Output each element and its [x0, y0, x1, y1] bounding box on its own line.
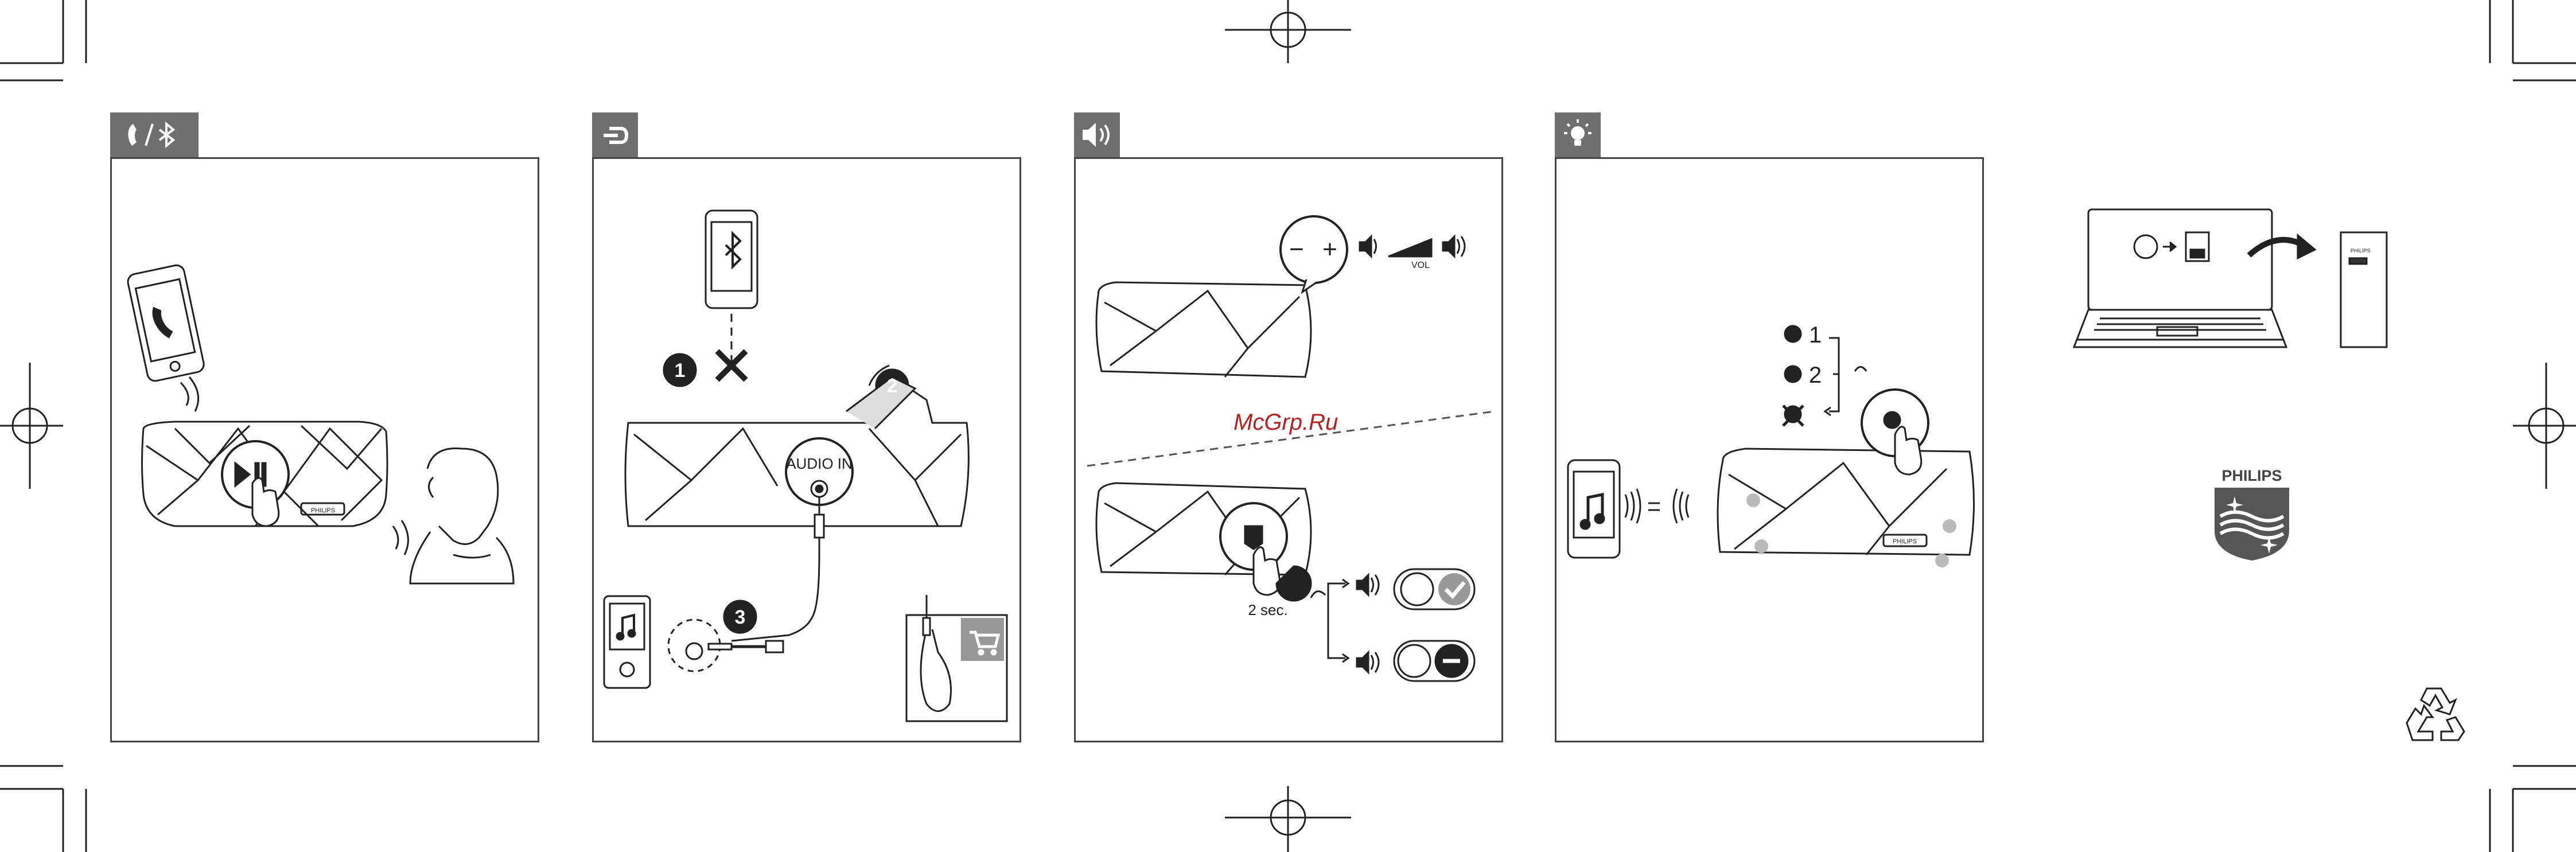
laptop-icon — [2088, 209, 2272, 310]
step-number-1: 1 — [675, 360, 686, 382]
phone-bluetooth-icon — [110, 112, 199, 157]
cable-plug-icon — [592, 112, 638, 157]
person-listening-icon — [410, 448, 513, 583]
panel-light: 1 2 PHILIPS — [1555, 157, 1984, 742]
media-player-icon — [604, 596, 650, 688]
logo-wordmark: PHILIPS — [2221, 467, 2282, 484]
recycle-icon — [2401, 683, 2467, 746]
step-number-2: 2 — [887, 375, 898, 397]
tab-audio-in — [592, 112, 638, 157]
laptop-download-manual: PHILIPS — [2071, 207, 2392, 359]
tab-bluetooth-call — [110, 112, 199, 157]
panel-audio-in: 1 2 3 AUDIO IN — [592, 157, 1021, 742]
light-mode-1-label: 1 — [1809, 322, 1822, 348]
hold-duration-label: 2 sec. — [1248, 601, 1287, 618]
volume-plus-label: + — [1322, 235, 1337, 263]
speaker-brand-label: PHILIPS — [1893, 538, 1917, 545]
volume-minus-label: − — [1289, 235, 1304, 263]
tab-volume — [1074, 112, 1120, 157]
step-number-3: 3 — [735, 606, 746, 628]
manual-brand-label: PHILIPS — [2351, 248, 2371, 254]
vol-label: VOL — [1411, 260, 1430, 270]
tab-light — [1555, 112, 1601, 157]
light-mode-2-label: 2 — [1809, 363, 1822, 388]
philips-logo: PHILIPS — [2212, 462, 2292, 568]
audio-in-label: AUDIO IN — [786, 455, 853, 472]
watermark-text: McGrp.Ru — [1233, 410, 1338, 435]
panel-volume: − + VOL 2 sec. — [1074, 157, 1503, 742]
speaker-volume-icon — [1074, 112, 1120, 157]
panel-bluetooth-call: PHILIPS — [110, 157, 539, 742]
light-bulb-icon — [1555, 112, 1601, 157]
speaker-brand-label: PHILIPS — [311, 507, 335, 514]
smartphone-icon — [126, 264, 205, 383]
smartphone-icon — [1568, 460, 1620, 558]
